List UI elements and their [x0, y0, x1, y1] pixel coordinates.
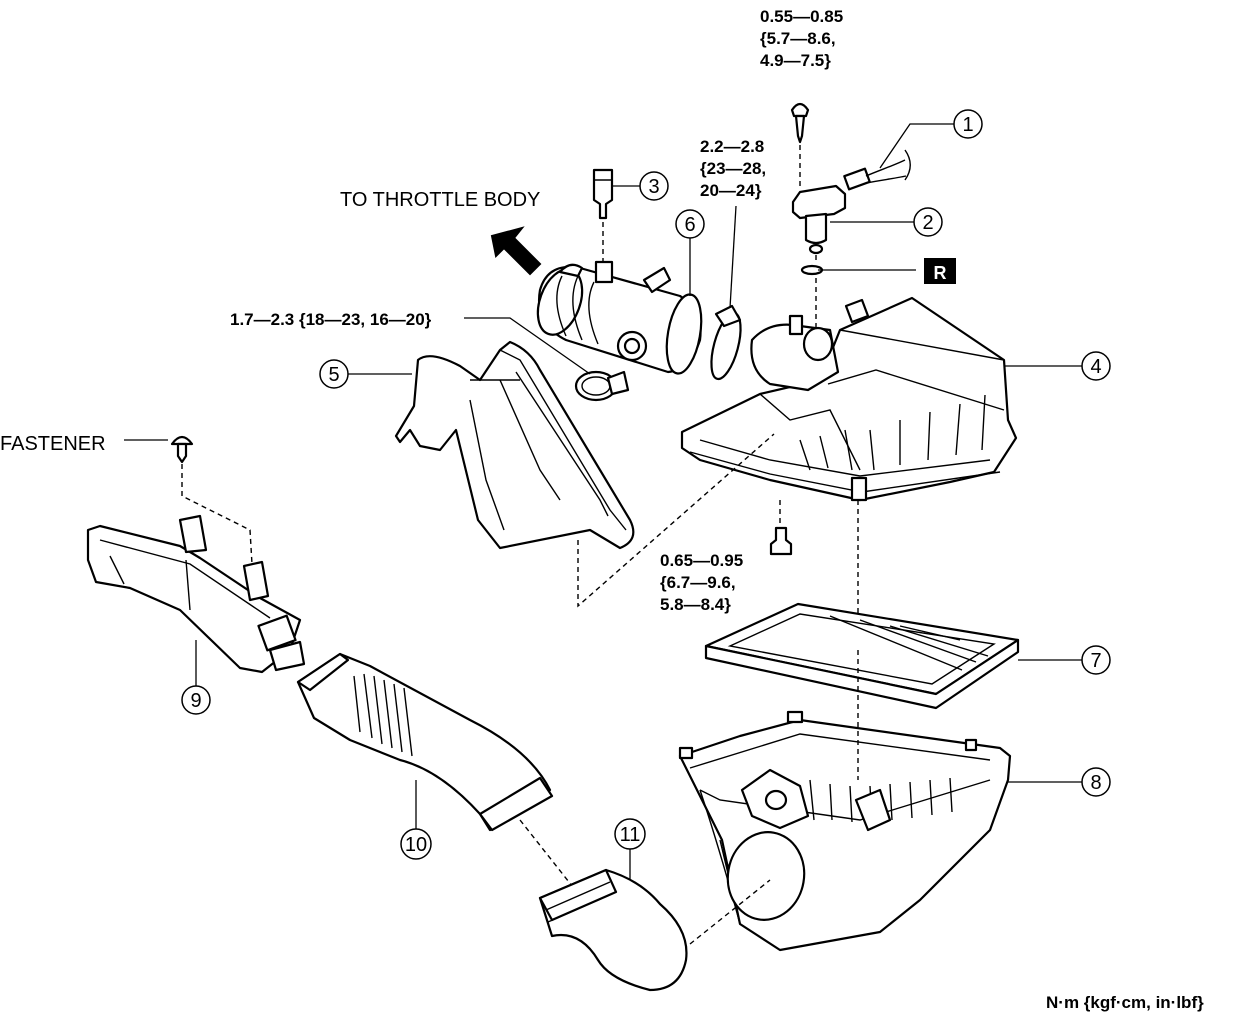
svg-text:11: 11 [620, 824, 641, 846]
svg-text:6: 6 [684, 214, 695, 236]
torque-duct-clamp-line2: {23—28, [700, 159, 766, 178]
maf-sensor-part-2 [791, 184, 847, 330]
callout-1: 1 [953, 109, 983, 139]
callout-2: 2 [913, 207, 943, 237]
fastener-pin [124, 435, 253, 565]
torque-hose-clamp: 1.7—2.3 {18—23, 16—20} [230, 310, 432, 329]
connector-part-1 [843, 149, 911, 191]
hose-clamp [464, 317, 630, 402]
torque-duct-clamp-line3: 20—24} [700, 181, 762, 200]
svg-text:5: 5 [328, 364, 339, 386]
callout-3: 3 [639, 171, 669, 201]
units-label: N·m {kgf·cm, in·lbf} [1046, 993, 1204, 1012]
svg-text:2: 2 [922, 212, 933, 234]
air-cleaner-cover-part-4 [680, 296, 1018, 650]
throttle-direction-arrow-icon [490, 226, 542, 276]
torque-cleaner-bolt-line1: 0.65—0.95 [660, 551, 743, 570]
clip-part-3 [592, 168, 614, 262]
sensor-screw [790, 102, 810, 190]
torque-sensor-screw-line2: {5.7—8.6, [760, 29, 836, 48]
air-cleaner-case-part-8 [678, 650, 1012, 952]
torque-sensor-screw-line1: 0.55—0.85 [760, 7, 843, 26]
to-throttle-body-label: TO THROTTLE BODY [340, 189, 540, 211]
callout-8: 8 [1081, 767, 1111, 797]
intake-hose-part-10 [296, 652, 581, 897]
callout-9: 9 [181, 685, 211, 715]
resonator-part-5 [394, 340, 635, 550]
svg-text:3: 3 [648, 176, 659, 198]
fastener-label: FASTENER [0, 433, 106, 455]
air-duct-part-9 [86, 514, 306, 674]
duct-clamp [710, 205, 742, 381]
svg-text:10: 10 [405, 834, 427, 856]
svg-text:1: 1 [962, 114, 973, 136]
callout-6: 6 [675, 209, 705, 239]
svg-text:9: 9 [190, 690, 201, 712]
svg-text:7: 7 [1090, 650, 1101, 672]
cleaner-bolt [769, 500, 793, 556]
replace-mark-text: R [934, 263, 947, 283]
torque-cleaner-bolt-line2: {6.7—9.6, [660, 573, 736, 592]
torque-cleaner-bolt-line3: 5.8—8.4} [660, 595, 731, 614]
elbow-part-11 [538, 868, 771, 992]
callout-11: 11 [614, 818, 646, 850]
air-duct-part-6 [536, 260, 703, 375]
svg-text:4: 4 [1090, 356, 1101, 378]
torque-sensor-screw-line3: 4.9—7.5} [760, 51, 831, 70]
svg-text:8: 8 [1090, 772, 1101, 794]
callout-10: 10 [400, 828, 432, 860]
callout-5: 5 [319, 359, 349, 389]
air-filter-part-7 [704, 602, 1020, 710]
callout-4: 4 [1081, 351, 1111, 381]
replace-mark-badge: R [924, 258, 956, 284]
callout-7: 7 [1081, 645, 1111, 675]
leader-lines [195, 123, 1082, 880]
torque-duct-clamp-line1: 2.2—2.8 [700, 137, 764, 156]
